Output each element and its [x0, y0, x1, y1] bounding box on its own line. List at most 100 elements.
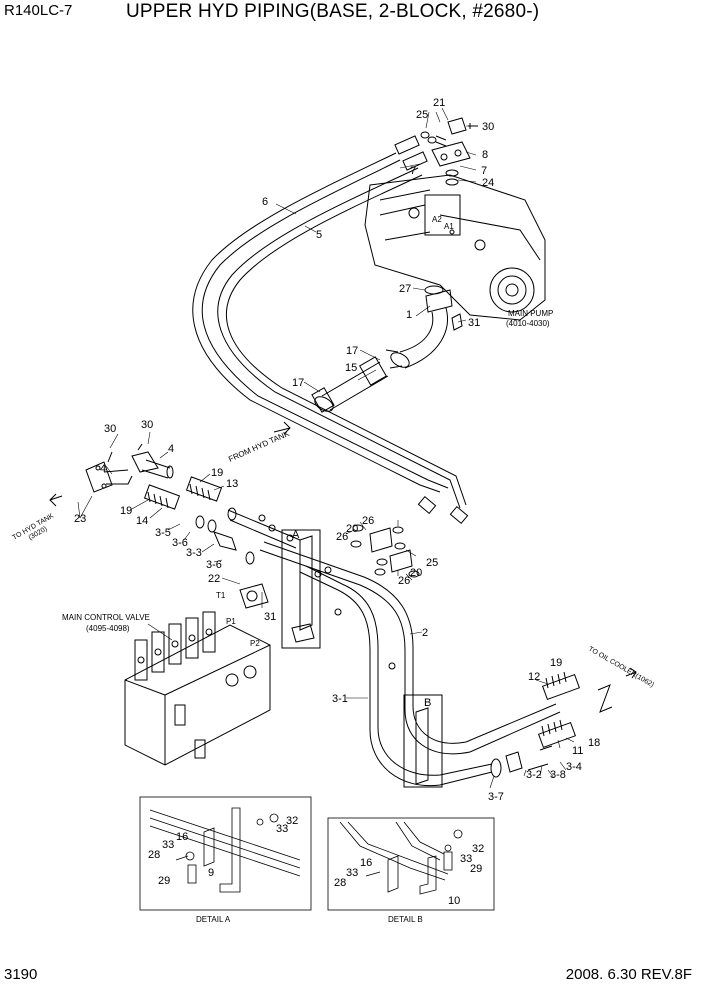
part-21: 21: [433, 97, 445, 109]
part-25-top: 25: [416, 109, 428, 121]
page-number: 3190: [4, 966, 38, 983]
flow-arrows: [49, 421, 637, 679]
bracket-a: [281, 529, 321, 649]
detail-b-part-10: 10: [448, 895, 460, 907]
part-3-4: 3-4: [566, 761, 582, 773]
part-26-upper: 26: [362, 515, 374, 527]
detail-b-part-32: 32: [472, 843, 484, 855]
part-11: 11: [572, 745, 583, 757]
junction-fittings: [258, 514, 420, 670]
detail-a-part-33-left: 33: [162, 839, 174, 851]
part-7-right: 7: [481, 165, 487, 177]
pipe-2-and-3-1: [259, 541, 561, 788]
detail-a-box: [139, 796, 312, 911]
part-27: 27: [399, 283, 411, 295]
tank-return-fittings: [85, 443, 174, 493]
hose-end-upper: [394, 135, 420, 155]
part-13: 13: [226, 478, 238, 490]
part-19-right: 19: [550, 657, 562, 669]
part-8: 8: [482, 149, 488, 161]
part-3-8: 3-8: [550, 769, 566, 781]
detail-b-part-16: 16: [360, 857, 372, 869]
detail-b-part-33-right: 33: [460, 853, 472, 865]
part-30-left: 30: [104, 423, 116, 435]
part-3-1: 3-1: [332, 693, 348, 705]
pipe-3-1: [299, 571, 493, 787]
main-pump-label: MAIN PUMP: [508, 309, 553, 318]
detail-b-part-29: 29: [470, 863, 482, 875]
part-17-upper: 17: [346, 345, 358, 357]
hose-5-outer: [226, 174, 467, 506]
part-1: 1: [406, 309, 412, 321]
part-14: 14: [136, 515, 148, 527]
part-20-upper: 20: [346, 523, 358, 535]
detail-b-part-28: 28: [334, 877, 346, 889]
suction-hose-15: [311, 356, 389, 413]
part-24: 24: [482, 177, 494, 189]
revision-date: 2008. 6.30 REV.8F: [565, 966, 692, 983]
leader-lines: [77, 107, 575, 789]
part-12: 12: [528, 671, 540, 683]
detail-b-part-33-left: 33: [346, 867, 358, 879]
main-control-valve: [124, 583, 271, 766]
part-19-left-upper: 19: [211, 467, 223, 479]
hose-end-lower: [402, 151, 428, 171]
part-26-left: 26: [336, 531, 348, 543]
part-17-lower: 17: [292, 377, 304, 389]
part-3-2: 3-2: [526, 769, 542, 781]
part-15: 15: [345, 362, 357, 374]
detail-a-part-32: 32: [286, 815, 298, 827]
hose-end-junction-2: [449, 505, 469, 525]
part-20-lower: 20: [410, 567, 422, 579]
part-2: 2: [422, 627, 428, 639]
port-a1-label: A1: [444, 222, 454, 231]
from-hyd-tank-label: FROM HYD TANK: [227, 429, 291, 464]
hose-5: [217, 167, 461, 509]
detail-b-marker: B: [424, 697, 431, 709]
main-control-valve-label: MAIN CONTROL VALVE: [62, 613, 150, 622]
hose-6: [192, 152, 441, 493]
oil-cooler-connections: [490, 671, 613, 778]
part-4-lower: 4: [100, 463, 106, 475]
part-18: 18: [588, 737, 600, 749]
hose-end-junction-1: [417, 495, 437, 515]
detail-a-part-28: 28: [148, 849, 160, 861]
port-t1-label: T1: [216, 591, 226, 600]
part-3-5: 3-5: [155, 527, 171, 539]
part-4-upper: 4: [168, 443, 174, 455]
detail-a-label: DETAIL A: [196, 915, 231, 924]
port-p2-label: P2: [250, 639, 260, 648]
part-31-top: 31: [468, 317, 480, 329]
main-pump-ref: (4010-4030): [506, 319, 550, 328]
detail-a-part-9: 9: [208, 867, 214, 879]
page-title: UPPER HYD PIPING(BASE, 2-BLOCK, #2680-): [126, 1, 540, 22]
part-19-left-lower: 19: [120, 505, 132, 517]
part-7-left: 7: [410, 165, 416, 177]
port-p1-label: P1: [226, 617, 236, 626]
part-3-7: 3-7: [488, 791, 504, 803]
detail-b-label: DETAIL B: [388, 915, 423, 924]
part-22: 22: [208, 573, 220, 585]
part-26-lower: 26: [398, 575, 410, 587]
hose-6-outer: [201, 159, 449, 489]
return-hoses: [143, 476, 301, 565]
main-pump: [364, 174, 546, 321]
part-30-right: 30: [141, 419, 153, 431]
part-3-6-upper: 3-6: [172, 537, 188, 549]
detail-a-part-33-right: 33: [276, 823, 288, 835]
model-number: R140LC-7: [4, 2, 73, 19]
to-oil-cooler-label: TO OIL COOLER(1062): [587, 646, 655, 689]
part-31-lower: 31: [264, 611, 276, 623]
part-23: 23: [74, 513, 86, 525]
detail-a-part-16: 16: [176, 831, 188, 843]
pipe-2: [259, 549, 561, 755]
part-6: 6: [262, 196, 268, 208]
part-3-3: 3-3: [186, 547, 202, 559]
part-25-lower: 25: [426, 557, 438, 569]
part-3-6-lower: 3-6: [206, 559, 222, 571]
part-5: 5: [316, 229, 322, 241]
detail-a-part-29: 29: [158, 875, 170, 887]
detail-a-marker: A: [292, 529, 300, 541]
